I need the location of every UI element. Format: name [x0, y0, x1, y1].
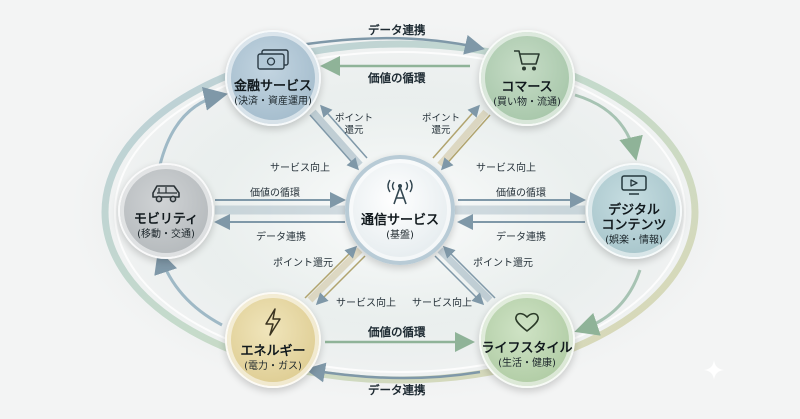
center-node-telecom: 通信サービス (基盤) [345, 155, 455, 265]
label-left-value-cycle: 価値の循環 [250, 188, 300, 199]
label-bottom-value-cycle: 価値の循環 [368, 325, 426, 339]
arrow-right-upper [574, 93, 643, 161]
node-digital: デジタル コンテンツ (娯楽・情報) [586, 163, 682, 259]
lightning-icon [263, 307, 283, 340]
center-title: 通信サービス [360, 212, 439, 228]
spoke-commerce-b [432, 104, 480, 159]
arrow-top-data [299, 34, 485, 55]
node-lifestyle: ライフスタイル (生活・健康) [479, 292, 575, 388]
sparkle-icon [704, 360, 724, 384]
lifestyle-title: ライフスタイル [481, 340, 573, 356]
label-commerce-point: ポイント 還元 [422, 113, 460, 137]
spoke-commerce [437, 109, 489, 168]
spoke-finance [310, 109, 363, 168]
spoke-energy-b [315, 255, 366, 306]
node-finance: 金融サービス (決済・資産運用) [225, 30, 321, 126]
car-icon [150, 182, 182, 208]
label-bottom-data-link: データ連携 [368, 383, 426, 397]
banknote-icon [256, 48, 290, 75]
label-commerce-point-1: ポイント [422, 113, 461, 124]
label-commerce-point-2: 還元 [431, 125, 451, 136]
lifestyle-sub: (生活・健康) [498, 357, 556, 369]
label-right-point-return: ポイント還元 [473, 258, 533, 269]
label-finance-point: ポイント 還元 [335, 113, 373, 137]
spoke-lifestyle-a [442, 245, 496, 299]
digital-sub: (娯楽・情報) [605, 235, 663, 246]
label-lifestyle-service-up: サービス向上 [412, 298, 472, 309]
label-top-data-link: データ連携 [368, 23, 426, 37]
mobility-sub: (移動・交通) [137, 228, 195, 240]
energy-sub: (電力・ガス) [244, 360, 302, 372]
spoke-energy-a [304, 245, 358, 299]
shopping-cart-icon [512, 48, 542, 76]
energy-title: エネルギー [240, 343, 306, 359]
arrow-left-upper [158, 87, 228, 166]
mobility-title: モビリティ [133, 211, 199, 227]
arrow-right-lower [574, 269, 642, 336]
finance-title: 金融サービス [233, 78, 312, 94]
node-commerce: コマース (買い物・流通) [479, 30, 575, 126]
heart-icon [514, 311, 540, 337]
label-right-value-cycle: 価値の循環 [496, 188, 546, 199]
node-mobility: モビリティ (移動・交通) [118, 163, 214, 259]
spoke-finance-a [309, 114, 359, 171]
label-left-point-return: ポイント還元 [273, 258, 333, 269]
digital-title: デジタル [608, 203, 660, 218]
spokes [214, 104, 586, 306]
node-energy: エネルギー (電力・ガス) [225, 292, 321, 388]
label-finance-point-1: ポイント [335, 113, 374, 124]
center-sub: (基盤) [386, 229, 414, 241]
arrow-left-lower [154, 249, 223, 327]
spoke-lifestyle-b [434, 255, 485, 306]
outer-ring-inner [114, 51, 686, 373]
spoke-commerce-a [441, 114, 491, 171]
finance-sub: (決済・資産運用) [234, 95, 312, 107]
antenna-icon [385, 179, 415, 209]
tv-icon [620, 175, 648, 199]
spoke-finance-b [320, 104, 368, 159]
label-top-value-cycle: 価値の循環 [368, 71, 426, 85]
outer-ring [101, 40, 699, 384]
label-left-data-link: データ連携 [256, 232, 306, 243]
label-left-service-up: サービス向上 [270, 163, 330, 174]
label-right-data-link: データ連携 [496, 232, 546, 243]
label-right-service-up: サービス向上 [476, 163, 536, 174]
digital-title-line2: コンテンツ [601, 218, 667, 233]
commerce-sub: (買い物・流通) [493, 96, 561, 108]
label-energy-service-up: サービス向上 [336, 298, 396, 309]
commerce-title: コマース [501, 79, 553, 95]
label-finance-point-2: 還元 [344, 125, 364, 136]
arrow-bottom-data [305, 362, 481, 383]
